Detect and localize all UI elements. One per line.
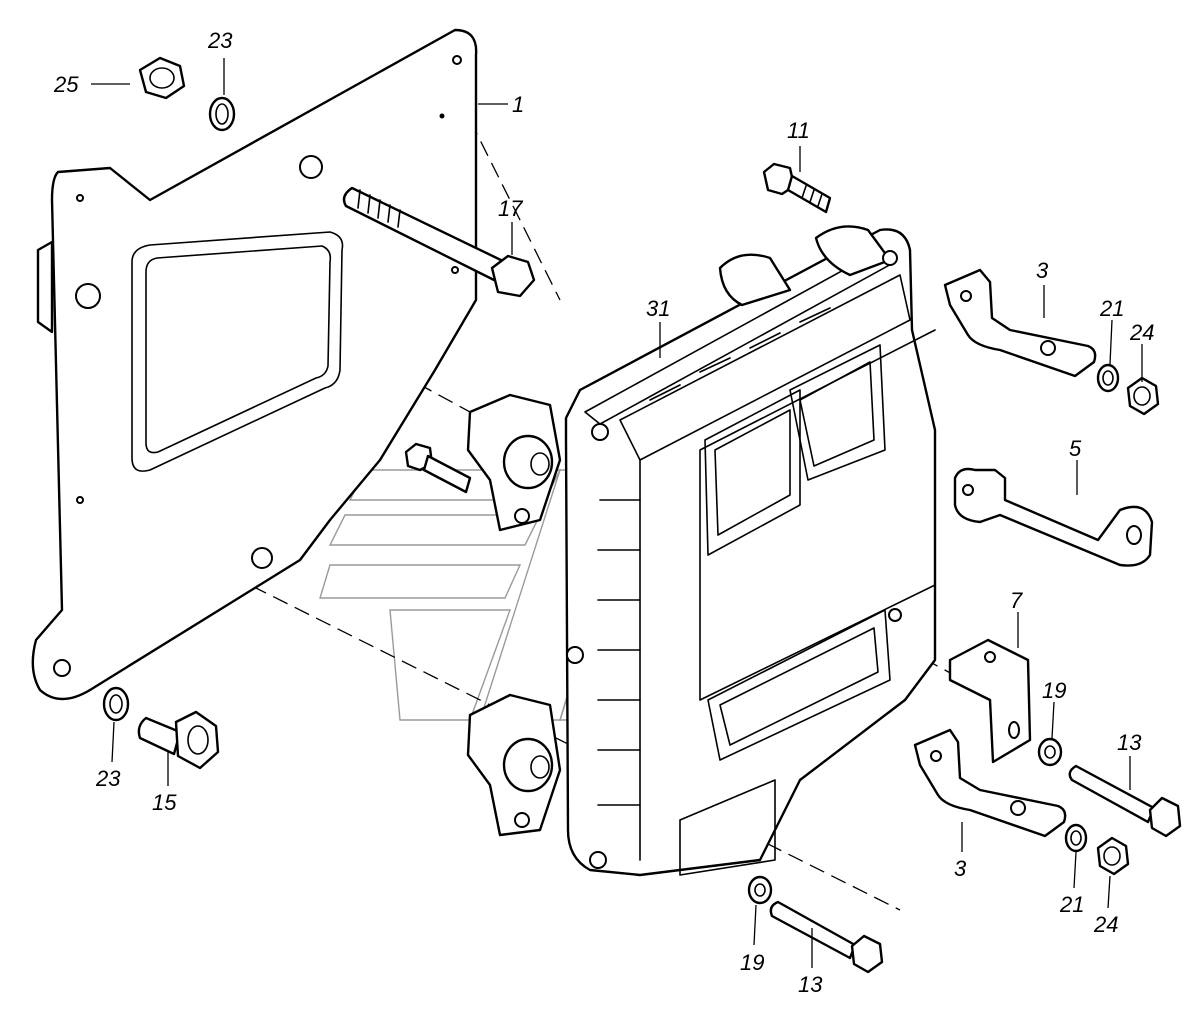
callout-15: 15 <box>152 790 177 815</box>
bracket-long <box>953 467 1154 567</box>
callout-1: 1 <box>512 92 524 117</box>
washer-bottom <box>747 875 773 905</box>
callout-24-lower: 24 <box>1093 912 1118 937</box>
callout-19-right: 19 <box>1042 678 1066 703</box>
callout-13-right: 13 <box>1117 730 1142 755</box>
bracket-angle <box>948 638 1032 764</box>
nut-top-left <box>138 56 186 100</box>
callout-17: 17 <box>498 196 523 221</box>
spring-washer-top <box>208 96 236 132</box>
callout-labels: 25 23 1 17 11 31 3 21 24 5 7 19 13 3 21 … <box>53 28 1154 997</box>
nut-lower-right <box>1096 836 1130 876</box>
bolt-bottom <box>769 900 884 974</box>
bolt-upper <box>762 162 832 214</box>
nut-upper-right <box>1126 376 1160 416</box>
callout-21-lower: 21 <box>1059 892 1084 917</box>
lock-washer-upper-right <box>1096 363 1120 393</box>
callout-3-upper: 3 <box>1036 258 1049 283</box>
washer-right <box>1037 737 1063 767</box>
callout-19-bottom: 19 <box>740 950 764 975</box>
callout-21-upper: 21 <box>1099 296 1124 321</box>
lock-washer-lower-right <box>1064 823 1088 853</box>
rubber-mount-lower <box>466 693 562 837</box>
callout-23-bottom: 23 <box>95 766 121 791</box>
callout-31: 31 <box>646 296 670 321</box>
bolt-long <box>342 186 536 298</box>
bracket-upper-right <box>943 268 1097 378</box>
leader-lines <box>91 58 1143 968</box>
bolt-right <box>1068 764 1182 838</box>
callout-11: 11 <box>787 118 810 143</box>
bolt-side <box>404 442 472 494</box>
callout-24-upper: 24 <box>1129 320 1154 345</box>
spring-washer-bottom <box>102 686 130 722</box>
control-unit <box>564 225 937 877</box>
callout-7: 7 <box>1010 588 1023 613</box>
callout-3-lower: 3 <box>954 856 967 881</box>
bolt-short <box>137 710 220 770</box>
rubber-mount-upper <box>466 393 562 532</box>
callout-23-top: 23 <box>207 28 233 53</box>
callout-5: 5 <box>1069 436 1082 461</box>
callout-25: 25 <box>53 72 79 97</box>
bracket-lower <box>913 728 1067 838</box>
callout-13-bottom: 13 <box>798 972 823 997</box>
